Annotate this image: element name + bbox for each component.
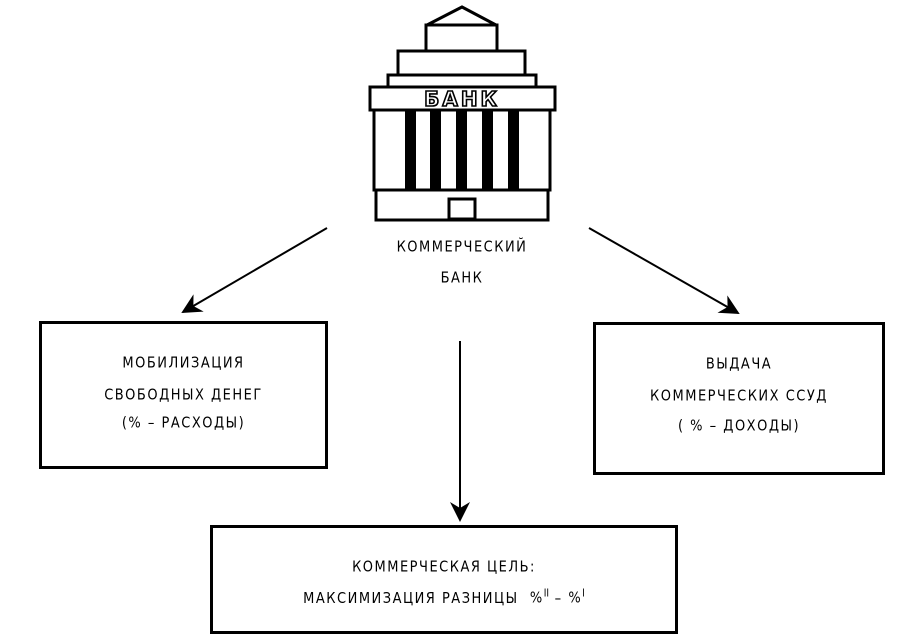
- goal-line2: МАКСИМИЗАЦИЯ РАЗНИЦЫ %II – %I: [213, 589, 675, 608]
- bank-column: [430, 110, 441, 190]
- formula-percent-ii: %II: [529, 588, 550, 608]
- bank-column: [482, 110, 493, 190]
- loans-box: ВЫДАЧА КОММЕРЧЕСКИХ ССУД ( % – ДОХОДЫ): [593, 322, 885, 475]
- formula-pct1: %: [529, 590, 544, 608]
- loans-line2: КОММЕРЧЕСКИХ ССУД: [650, 387, 828, 406]
- formula-minus: –: [554, 590, 563, 608]
- bank-caption-line2: БАНК: [440, 269, 484, 288]
- loans-line3: ( % – ДОХОДЫ): [677, 417, 801, 436]
- formula-sup2: I: [582, 588, 585, 601]
- arrow-to-right-box: [588, 227, 740, 314]
- mobilization-box: МОБИЛИЗАЦИЯ СВОБОДНЫХ ДЕНЕГ (% – РАСХОДЫ…: [39, 321, 328, 469]
- goal-box: КОММЕРЧЕСКАЯ ЦЕЛЬ: МАКСИМИЗАЦИЯ РАЗНИЦЫ …: [210, 525, 678, 634]
- bank-column: [456, 110, 467, 190]
- mobilization-line1: МОБИЛИЗАЦИЯ: [122, 354, 245, 373]
- arrow-to-left-box: [181, 227, 328, 314]
- mobilization-line2: СВОБОДНЫХ ДЕНЕГ: [104, 386, 263, 405]
- bank-columns: [405, 110, 519, 190]
- formula-percent-i: %I: [568, 588, 585, 608]
- formula-pct2: %: [568, 590, 583, 608]
- loans-line1: ВЫДАЧА: [705, 355, 773, 374]
- bank-caption-line1: КОММЕРЧЕСКИЙ: [396, 238, 528, 257]
- formula-sup1: II: [543, 588, 550, 601]
- bank-sign-label: БАНК: [424, 87, 500, 111]
- goal-line2-text: МАКСИМИЗАЦИЯ РАЗНИЦЫ: [303, 590, 519, 608]
- bank-column: [405, 110, 416, 190]
- mobilization-line3: (% – РАСХОДЫ): [121, 414, 246, 433]
- bank-column: [508, 110, 519, 190]
- goal-line1: КОММЕРЧЕСКАЯ ЦЕЛЬ:: [352, 558, 536, 577]
